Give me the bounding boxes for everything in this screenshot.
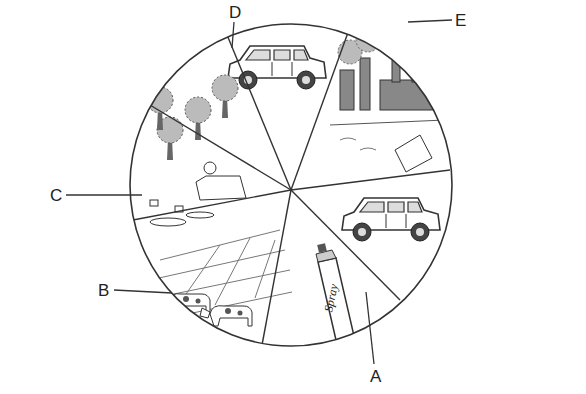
callout-letter: C [50,187,62,204]
callout-letter: A [370,368,381,385]
callout-letter: D [229,4,241,21]
callout-letter: E [455,12,466,29]
callout-letter: B [98,282,109,299]
